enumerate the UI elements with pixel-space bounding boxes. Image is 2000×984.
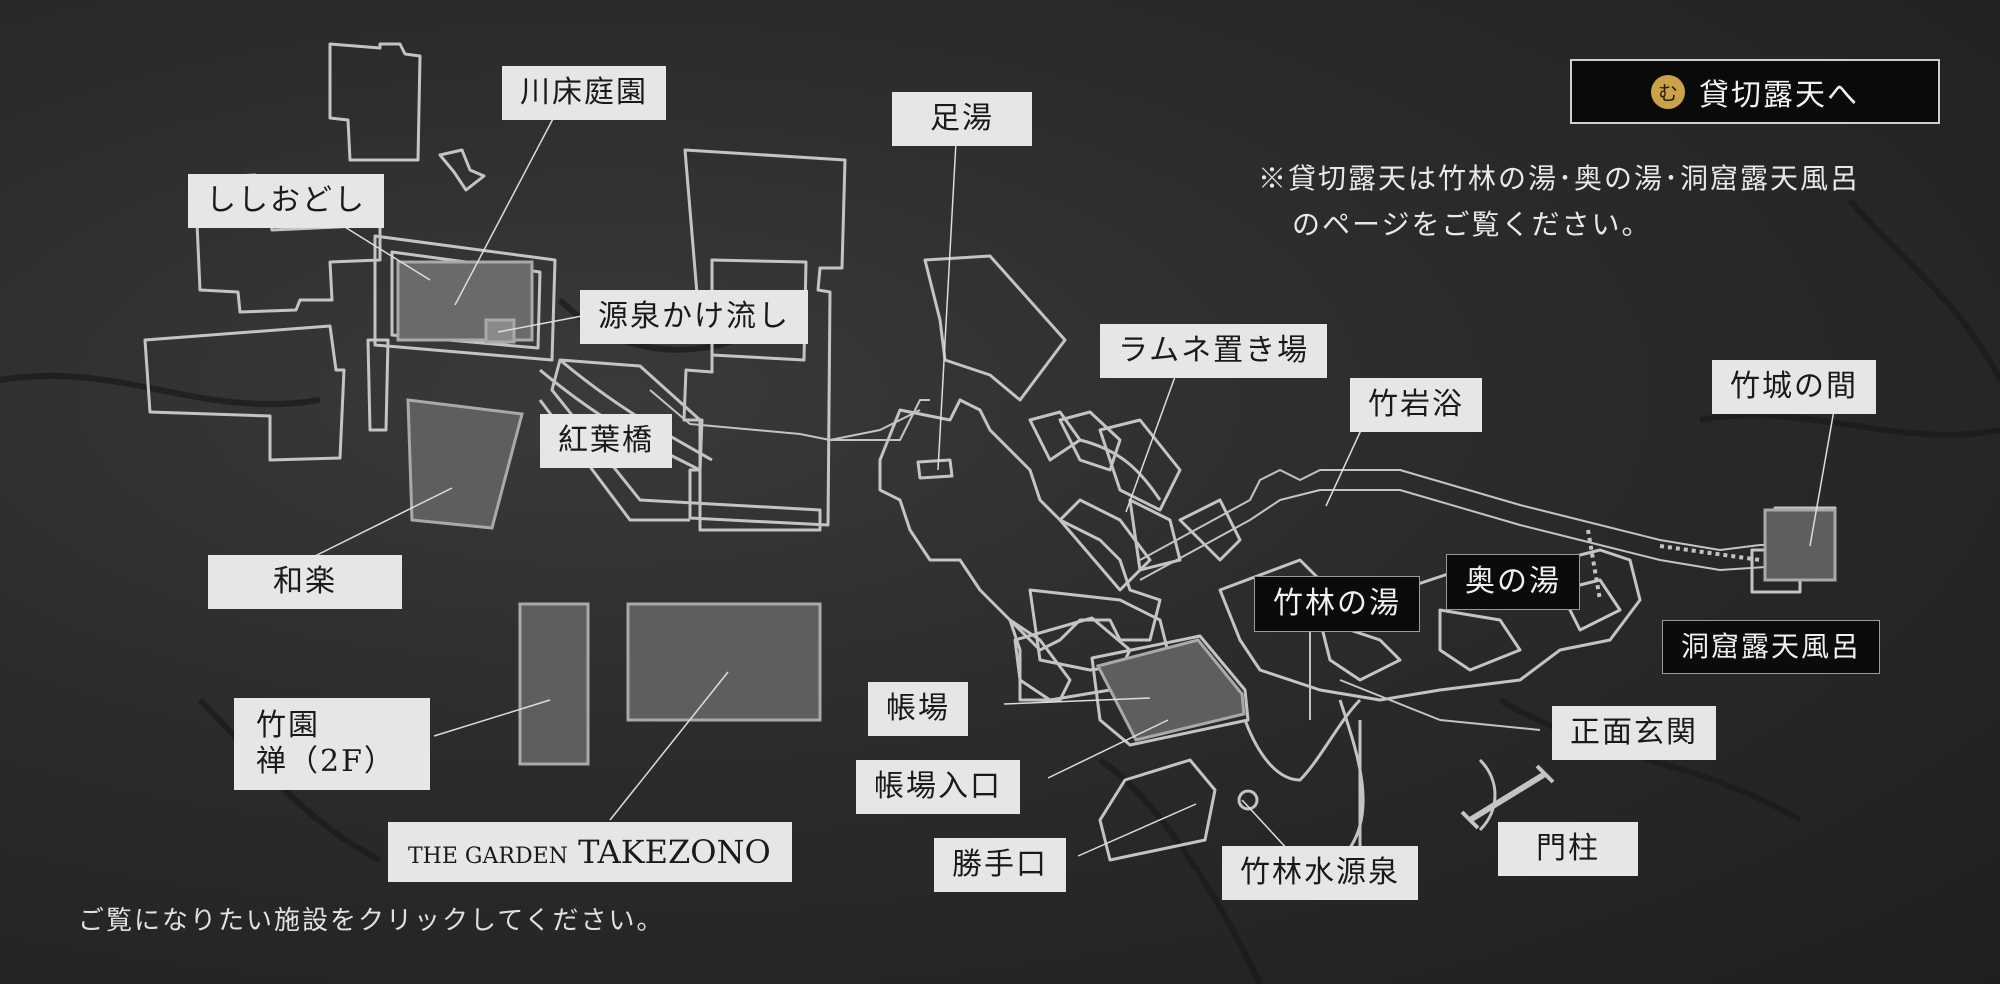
seal-icon: む — [1651, 74, 1685, 109]
label-kawadoko-garden[interactable]: 川床庭園 — [502, 66, 666, 120]
private-bath-note: ※貸切露天は竹林の湯･奥の湯･洞窟露天風呂 のページをご覧ください。 — [1258, 156, 1860, 248]
label-chikurin-water-source[interactable]: 竹林水源泉 — [1222, 846, 1418, 900]
label-choba-entrance[interactable]: 帳場入口 — [856, 760, 1020, 814]
garden-label-small: THE GARDEN — [408, 844, 568, 869]
label-shishiodoshi[interactable]: ししおどし — [188, 174, 384, 228]
private-bath-button[interactable]: む 貸切露天へ — [1570, 59, 1940, 124]
label-the-garden-takezono[interactable]: THE GARDEN TAKEZONO — [388, 822, 792, 882]
label-gate-pillars[interactable]: 門柱 — [1498, 822, 1638, 876]
facility-blocks — [396, 260, 1837, 766]
note-line-1: ※貸切露天は竹林の湯･奥の湯･洞窟露天風呂 — [1258, 162, 1861, 195]
label-front-entrance[interactable]: 正面玄関 — [1552, 706, 1716, 760]
label-chikurin-bath[interactable]: 竹林の湯 — [1254, 576, 1420, 632]
label-katteguchi[interactable]: 勝手口 — [934, 838, 1066, 892]
label-takezono-zen[interactable]: 竹園 禅（2F） — [234, 698, 430, 790]
label-momiji-bridge[interactable]: 紅葉橋 — [540, 414, 672, 468]
label-oku-bath[interactable]: 奥の湯 — [1446, 554, 1580, 610]
garden-label-large: TAKEZONO — [578, 833, 771, 871]
label-doukutsu-bath[interactable]: 洞窟露天風呂 — [1662, 620, 1881, 674]
note-line-2: のページをご覧ください。 — [1292, 208, 1652, 241]
private-bath-button-label: 貸切露天へ — [1699, 77, 1859, 113]
label-choba[interactable]: 帳場 — [868, 682, 968, 736]
label-chikujo-room[interactable]: 竹城の間 — [1712, 360, 1876, 414]
label-waraku[interactable]: 和楽 — [208, 555, 402, 609]
label-chikuganyoku[interactable]: 竹岩浴 — [1350, 378, 1482, 432]
leader-lines — [314, 114, 1835, 857]
label-ashiyu[interactable]: 足湯 — [892, 92, 1032, 146]
instruction-text: ご覧になりたい施設をクリックしてください。 — [78, 906, 665, 936]
label-ramune-area[interactable]: ラムネ置き場 — [1100, 324, 1328, 378]
label-gensen-kakenagashi[interactable]: 源泉かけ流し — [580, 290, 808, 344]
